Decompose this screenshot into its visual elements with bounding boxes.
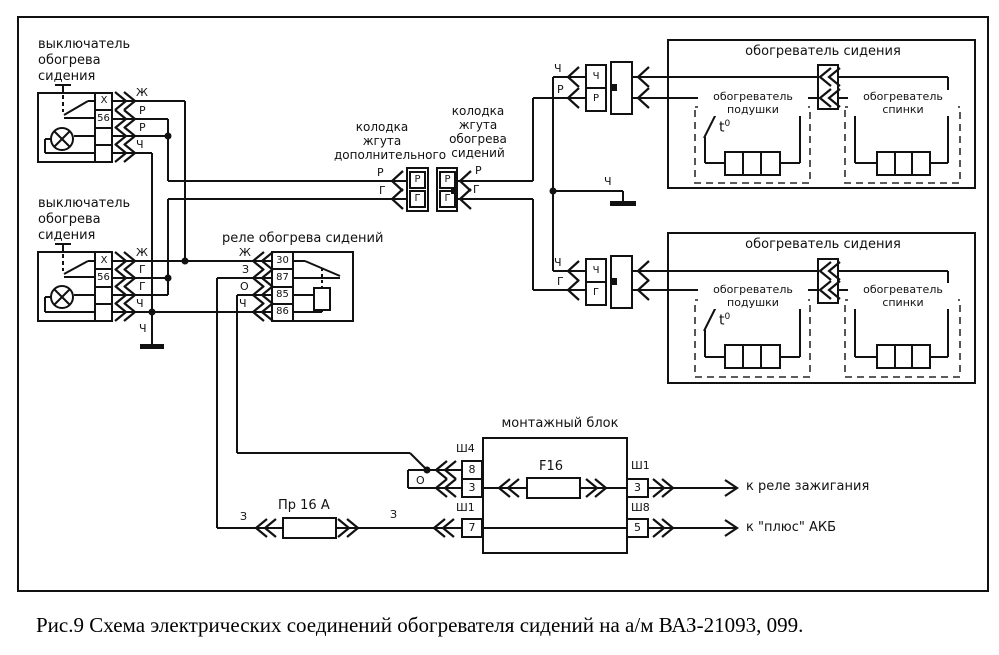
fuse-pr16-box (282, 517, 337, 539)
pin-label: 3 (468, 481, 476, 494)
pin-label: Р (592, 93, 600, 104)
fuse-f16-label: F16 (539, 459, 564, 474)
heater-top-connector (817, 64, 839, 110)
wire-label-o: О (416, 474, 425, 487)
wire-label: Г (139, 263, 146, 276)
pin-label: Г (592, 287, 600, 298)
heater-top-box (667, 39, 976, 189)
connector-sh8-label: Ш8 (631, 501, 650, 514)
connector-sh4-label: Ш4 (456, 442, 475, 455)
pin-label: 56 (97, 113, 110, 124)
wire-label: Ж (136, 86, 148, 99)
pin-label: 30 (276, 255, 289, 266)
relay-title: реле обогрева сидений (222, 231, 384, 246)
thermal-switch-bottom-label: t0 (719, 312, 731, 329)
pin-label: Ч (592, 265, 600, 276)
wire-label: О (240, 280, 249, 293)
wire-label: З (390, 508, 398, 521)
pin-label: 5 (634, 521, 641, 534)
wire-label: Р (377, 166, 384, 179)
wire-label: Г (473, 183, 480, 196)
connector-seats-box (436, 167, 458, 212)
wire-label: З (242, 263, 250, 276)
pin-label: X (100, 255, 108, 266)
heater-bottom-connector (817, 258, 839, 304)
ground-symbol-right (610, 201, 636, 206)
output-battery-label: к "плюс" АКБ (746, 520, 837, 535)
wire-label: Г (139, 280, 146, 293)
wire-label: Ж (136, 246, 148, 259)
junctions-and-grounds (140, 84, 636, 474)
heater-bottom-box (667, 232, 976, 384)
pin-label: 85 (276, 289, 289, 300)
wire-label: Р (557, 83, 564, 96)
output-ignition-label: к реле зажигания (746, 479, 870, 494)
connector-aux-box (406, 167, 429, 212)
wire-label: Ч (136, 297, 144, 310)
inline-fuse-label: Пр 16 А (278, 498, 330, 513)
pin-label: 3 (634, 481, 641, 494)
wire-label: Ч (136, 138, 144, 151)
ground-wire-label-right: Ч (604, 175, 612, 188)
component-symbols (44, 84, 718, 332)
heater-bottom-cushion-element (724, 344, 781, 369)
wire-label: Г (379, 184, 386, 197)
wire-label: Ч (554, 256, 562, 269)
pin-label: Г (444, 193, 451, 204)
pair-top-connector-b (610, 61, 633, 115)
pin-label: 56 (97, 272, 110, 283)
ground-symbol-left (140, 344, 164, 349)
mounting-block-title: монтажный блок (501, 416, 619, 431)
pin-label: 86 (276, 306, 289, 317)
wire-label: Р (139, 104, 146, 117)
thermal-switch-top-label: t0 (719, 119, 731, 136)
fuse-f16-box (526, 477, 581, 499)
wire-label: З (240, 510, 248, 523)
ground-wire-label-left: Ч (139, 322, 147, 335)
connector-sh1-right-label: Ш1 (631, 459, 650, 472)
wire-label: Г (557, 275, 564, 288)
heater-top-back-element (876, 151, 931, 176)
pin-label: X (100, 95, 108, 106)
mounting-block-box (482, 437, 628, 554)
pin-label: 7 (468, 521, 476, 534)
heater-top-cushion-element (724, 151, 781, 176)
wire-label: Ж (239, 246, 251, 259)
device-internal-lines (94, 87, 913, 368)
pin-label: Р (444, 174, 451, 185)
pair-bottom-connector-b (610, 255, 633, 309)
wire-label: Р (475, 164, 482, 177)
pin-label: Р (414, 174, 421, 185)
heater-bottom-back-element (876, 344, 931, 369)
pin-label: Ч (592, 71, 600, 82)
figure-caption: Рис.9 Схема электрических соединений обо… (36, 613, 804, 637)
wire-label: Р (139, 121, 146, 134)
heater-top-title: обогреватель сидения (745, 44, 901, 59)
connector-sh1-left-label: Ш1 (456, 501, 475, 514)
wire-label: Ч (239, 297, 247, 310)
wire-label: Ч (554, 62, 562, 75)
pin-label: 8 (468, 463, 476, 476)
pin-label: Г (414, 193, 421, 204)
diagram-frame (17, 16, 989, 592)
pin-label: 87 (276, 272, 289, 283)
heater-bottom-title: обогреватель сидения (745, 237, 901, 252)
